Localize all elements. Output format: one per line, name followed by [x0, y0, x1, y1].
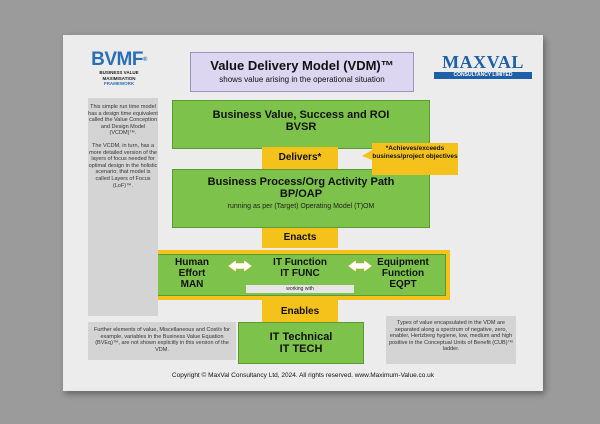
- note-left-p2: The VCDM, in turn, has a more detailed v…: [88, 142, 158, 189]
- itfunc-line2: IT FUNC: [280, 268, 320, 279]
- bp-line1: Business Process/Org Activity Path: [207, 176, 395, 188]
- bvsr-line1: Business Value, Success and ROI: [212, 109, 390, 121]
- note-objectives: *Achieves/exceeds business/project objec…: [372, 143, 458, 175]
- human-line2: Effort: [178, 268, 206, 279]
- note-left: This simple run time model has a design …: [88, 98, 158, 316]
- note-bottom-left: Further elements of value, Miscellaneous…: [88, 322, 236, 360]
- bp-line2: BP/OAP: [279, 188, 323, 200]
- maxval-logo: MAXVAL CONSULTANCY LIMITED: [434, 53, 532, 79]
- bvmf-tm: ®: [142, 57, 147, 63]
- delivers-label: Delivers*: [262, 147, 338, 169]
- bvmf-line2: MAXIMISATION: [102, 75, 136, 81]
- copyright: Copyright © MaxVal Consultancy Ltd, 2024…: [171, 372, 435, 379]
- page-subtitle: shows value arising in the operational s…: [219, 75, 385, 84]
- bp-line3: running as per (Target) Operating Model …: [227, 203, 375, 210]
- human-effort-box: Human Effort MAN: [160, 257, 224, 290]
- bvmf-line3: FRAMEWORK: [103, 81, 135, 86]
- it-tech-box: IT Technical IT TECH: [238, 322, 364, 364]
- enables-label: Enables: [262, 302, 338, 322]
- equip-line2: Function: [381, 268, 425, 279]
- equipment-function-box: Equipment Function EQPT: [362, 257, 444, 290]
- it-function-box: IT Function IT FUNC: [248, 257, 352, 279]
- equip-line3: EQPT: [389, 279, 417, 290]
- bvsr-line2: BVSR: [285, 121, 317, 133]
- page-title: Value Delivery Model (VDM)™: [210, 58, 394, 73]
- maxval-sub: CONSULTANCY LIMITED: [434, 72, 532, 79]
- bp-box: Business Process/Org Activity Path BP/OA…: [172, 169, 430, 228]
- note-bottom-right: Types of value encapsulated in the VDM a…: [386, 316, 516, 364]
- human-line1: Human: [175, 257, 209, 268]
- bvmf-mark: BVMF: [91, 49, 143, 70]
- working-with-bar: working with: [246, 285, 354, 293]
- equip-line1: Equipment: [377, 257, 429, 268]
- note-left-p1: This simple run time model has a design …: [88, 104, 158, 137]
- bvmf-logo: BVMF® BUSINESS VALUE MAXIMISATION FRAMEW…: [84, 50, 154, 87]
- enacts-label: Enacts: [262, 228, 338, 248]
- bvmf-line1: BUSINESS VALUE: [99, 70, 139, 75]
- itfunc-line1: IT Function: [273, 257, 327, 268]
- maxval-mark: MAXVAL: [442, 52, 524, 72]
- ittech-line2: IT TECH: [279, 343, 323, 355]
- ittech-line1: IT Technical: [269, 331, 333, 343]
- title-box: Value Delivery Model (VDM)™ shows value …: [190, 52, 414, 92]
- human-line3: MAN: [180, 279, 204, 290]
- note-pointer: [362, 150, 372, 160]
- bvsr-box: Business Value, Success and ROI BVSR: [172, 100, 430, 149]
